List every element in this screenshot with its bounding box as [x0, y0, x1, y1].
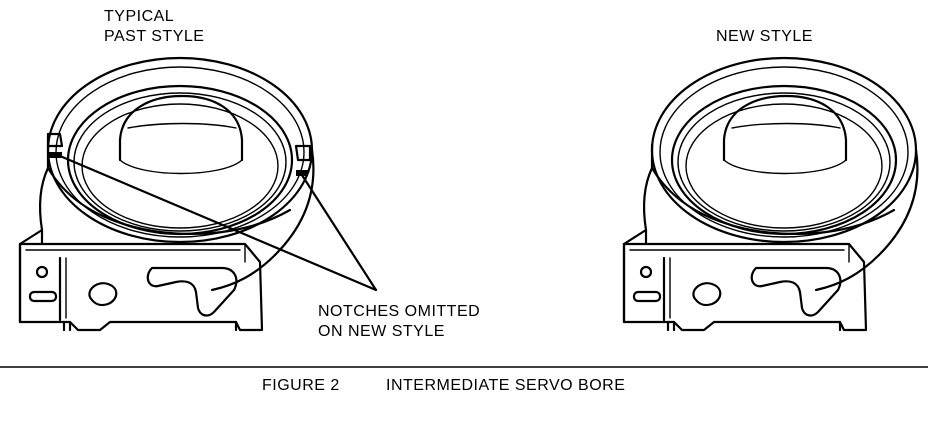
- past-style-label-line1: TYPICAL: [104, 8, 175, 25]
- callout-label-line2: ON NEW STYLE: [318, 323, 445, 340]
- past-style-label-line2: PAST STYLE: [104, 28, 205, 45]
- past-style-casting: [18, 56, 315, 332]
- callout-label-line1: NOTCHES OMITTED: [318, 303, 481, 320]
- figure-title: INTERMEDIATE SERVO BORE: [386, 377, 626, 394]
- right-notch: [294, 144, 312, 162]
- left-notch: [46, 132, 64, 148]
- callout-leaders: [58, 154, 378, 292]
- new-style-label: NEW STYLE: [716, 28, 813, 45]
- new-style-casting: [622, 56, 919, 332]
- figure-number: FIGURE 2: [262, 377, 340, 394]
